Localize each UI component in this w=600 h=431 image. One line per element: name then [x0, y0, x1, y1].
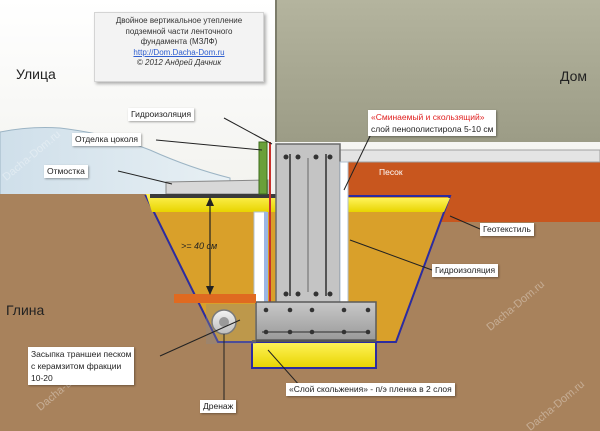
- depth-arrow-bottom: [206, 286, 214, 295]
- backfill-line-1: Засыпка траншеи песком: [31, 349, 132, 359]
- footing: [255, 301, 377, 341]
- backfill-line-3: 10-20: [31, 373, 53, 383]
- house-label: Дом: [560, 68, 588, 84]
- geotextile-label: Геотекстиль: [480, 223, 534, 236]
- backfill-line-2: с керамзитом фракции: [31, 361, 122, 371]
- plinth-finish-label: Отделка цоколя: [72, 133, 141, 146]
- blind-area-label: Отмостка: [44, 165, 88, 178]
- title-box: Двойное вертикальное утепление подземной…: [94, 12, 264, 82]
- eps-label: «Сминаемый и скользящий» слой пенополист…: [368, 110, 497, 136]
- sand-label: Песок: [379, 167, 403, 177]
- floor-slab-top: [339, 149, 600, 163]
- footing-rebar-dots: [263, 307, 371, 335]
- clay-label: Глина: [6, 302, 45, 318]
- drainage-label: Дренаж: [200, 400, 237, 413]
- site-link[interactable]: http://Dom.Dacha-Dom.ru: [133, 47, 225, 57]
- sand-strip-house: [340, 198, 450, 212]
- street-label: Улица: [16, 66, 56, 82]
- waterproofing-top-label: Гидроизоляция: [128, 108, 195, 121]
- title-line-3: фундамента (МЗЛФ): [140, 37, 218, 46]
- slip-layer-label: «Слой скольжения» - п/э пленка в 2 слоя: [286, 383, 455, 396]
- insulation-inner: [339, 161, 349, 303]
- orange-slab: [174, 294, 256, 303]
- title-line-1: Двойное вертикальное утепление: [115, 16, 243, 25]
- eps-layer-label: слой пенополистирола 5-10 см: [371, 124, 494, 134]
- crushable-label: «Сминаемый и скользящий»: [371, 112, 485, 122]
- copyright: © 2012 Андрей Дачник: [136, 58, 222, 67]
- depth-label: >= 40 см: [181, 241, 218, 251]
- depth-arrow-top: [206, 197, 214, 206]
- waterproofing-right-label: Гидроизоляция: [432, 264, 499, 277]
- title-line-2: подземной части ленточного: [125, 26, 233, 36]
- backfill-label: Засыпка траншеи песком с керамзитом фрак…: [28, 347, 135, 385]
- blind-area-slab: [165, 179, 269, 195]
- drain-pipe-hole: [219, 317, 229, 327]
- insulation-outer-blue: [264, 212, 268, 302]
- blind-area-base: [150, 194, 276, 198]
- plinth-finish: [258, 141, 268, 195]
- sand-bed: [251, 341, 377, 369]
- leader-lines: [117, 117, 481, 402]
- rebar-dots: [283, 154, 333, 297]
